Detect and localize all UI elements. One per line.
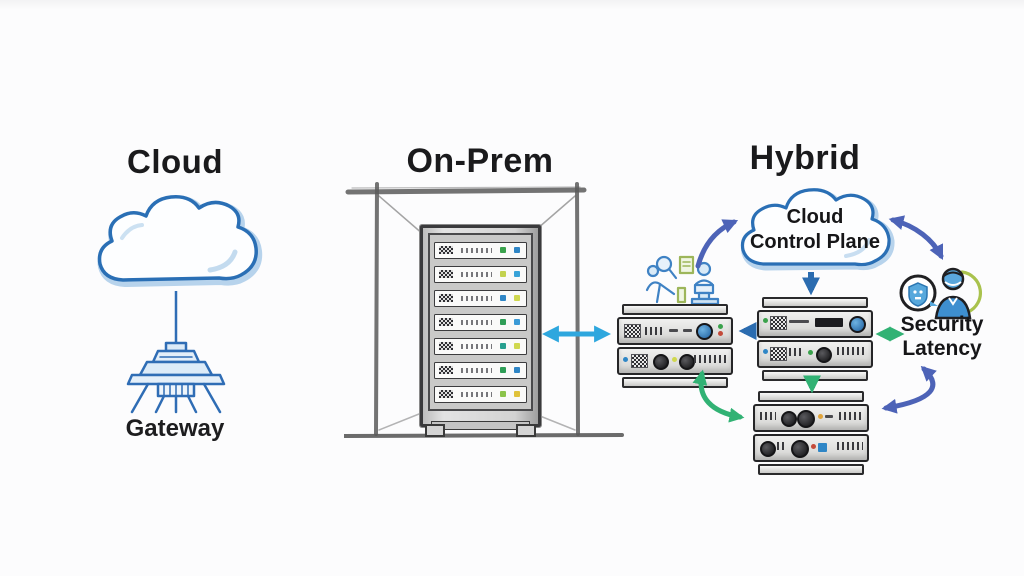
- hybrid-center-server-stack: [757, 297, 873, 381]
- hybrid-bottom-server-stack: [753, 391, 869, 475]
- arrow-cloud-to-security: [888, 215, 944, 261]
- server-unit: [753, 434, 869, 462]
- rack-server-unit: [434, 338, 527, 355]
- arrow-security-to-bottom-stack: [881, 365, 937, 414]
- server-room-sketch: [344, 182, 624, 438]
- rack-server-unit: [434, 266, 527, 283]
- admin-operators-icon: [645, 255, 720, 306]
- cloud-control-plane-label-line2: Control Plane: [749, 231, 881, 253]
- server-unit: [757, 310, 873, 338]
- rack-foot: [516, 424, 536, 437]
- cloud-control-plane-icon: [740, 188, 895, 271]
- rack-server-unit: [434, 362, 527, 379]
- server-unit: [753, 404, 869, 432]
- top-haze: [0, 0, 1024, 10]
- stack-cap: [622, 304, 728, 315]
- rack-server-unit: [434, 290, 527, 307]
- gateway-label: Gateway: [125, 415, 225, 442]
- cloud-icon: [97, 194, 263, 287]
- gateway-icon: [126, 291, 226, 414]
- security-analyst-icon: [899, 267, 982, 320]
- stack-cap: [622, 377, 728, 388]
- server-unit: [617, 347, 733, 375]
- rack-interior: [428, 233, 533, 411]
- cloud-control-plane-label-line1: Cloud: [786, 206, 844, 228]
- stack-cap: [758, 391, 864, 402]
- server-unit: [757, 340, 873, 368]
- hybrid-section-title: Hybrid: [749, 139, 861, 177]
- onprem-section-title: On-Prem: [406, 142, 554, 180]
- hybrid-left-server-stack: [617, 304, 733, 388]
- rack-server-unit: [434, 386, 527, 403]
- cloud-section-title: Cloud: [127, 143, 223, 180]
- cloud-control-plane-label: Cloud Control Plane: [750, 205, 880, 255]
- rack-foot: [425, 424, 445, 437]
- latency-label: Latency: [902, 337, 982, 360]
- stack-cap: [762, 370, 868, 381]
- stack-cap: [762, 297, 868, 308]
- security-label: Security: [900, 313, 984, 336]
- server-unit: [617, 317, 733, 345]
- server-rack-icon: [420, 225, 541, 437]
- security-latency-label: Security Latency: [901, 313, 984, 361]
- stack-cap: [758, 464, 864, 475]
- rack-server-unit: [434, 242, 527, 259]
- rack-server-unit: [434, 314, 527, 331]
